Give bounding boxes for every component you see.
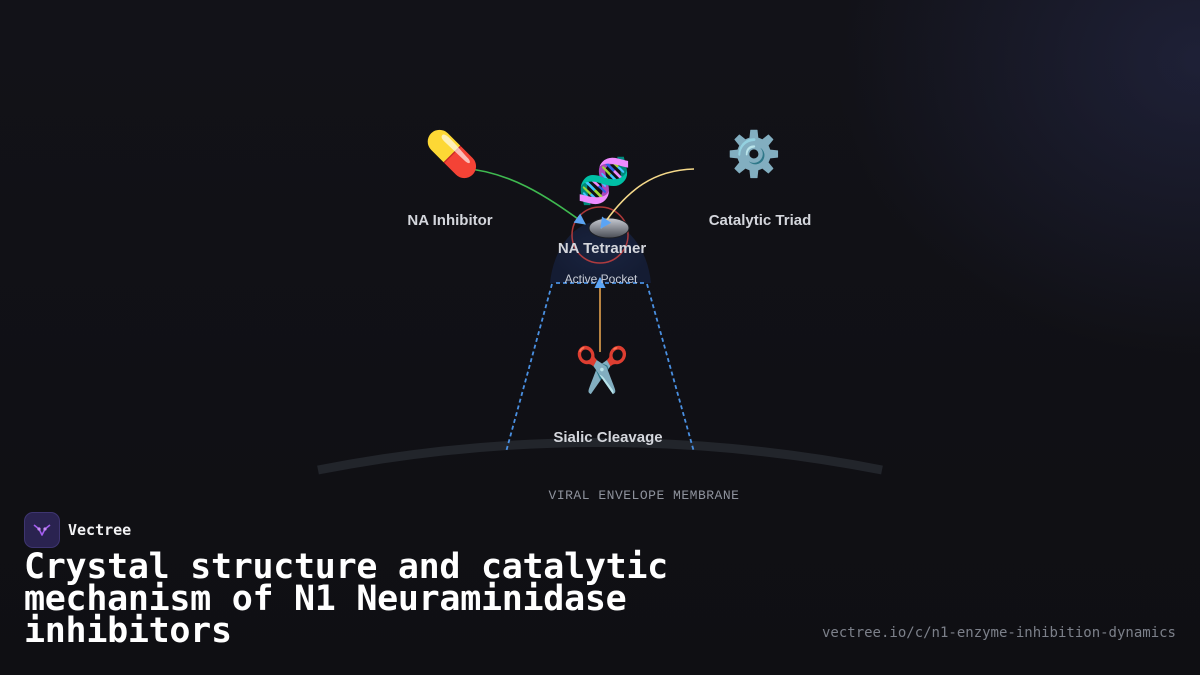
gear-icon[interactable]: ⚙️: [726, 129, 782, 180]
dna-icon[interactable]: 🧬: [576, 156, 632, 207]
inhibitor-label: NA Inhibitor: [407, 212, 493, 229]
page-title: Crystal structure and catalytic mechanis…: [24, 547, 668, 651]
inhibitor-arrow: [461, 167, 586, 225]
brand[interactable]: Vectree: [24, 512, 131, 548]
triad-label: Catalytic Triad: [708, 212, 812, 229]
triad-arrow: [600, 168, 695, 229]
scissors-icon[interactable]: ✂️: [574, 345, 630, 396]
active-pocket-label: Active Pocket: [564, 272, 638, 286]
brand-name: Vectree: [68, 521, 132, 539]
pill-icon[interactable]: 💊: [424, 129, 480, 180]
active-pocket-ring: [571, 206, 629, 264]
membrane-label: VIRAL ENVELOPE MEMBRANE: [548, 488, 740, 503]
cleavage-label: Sialic Cleavage: [553, 429, 663, 446]
funnel-line-right: [646, 283, 695, 453]
membrane-arc: [317, 438, 883, 475]
source-url[interactable]: vectree.io/c/n1-enzyme-inhibition-dynami…: [821, 625, 1176, 641]
pocket-disc: [588, 217, 630, 239]
tetramer-label: NA Tetramer: [557, 240, 647, 257]
vectree-logo-icon: [24, 512, 60, 548]
tetramer-node[interactable]: [550, 221, 651, 283]
funnel-line-left: [505, 283, 553, 453]
